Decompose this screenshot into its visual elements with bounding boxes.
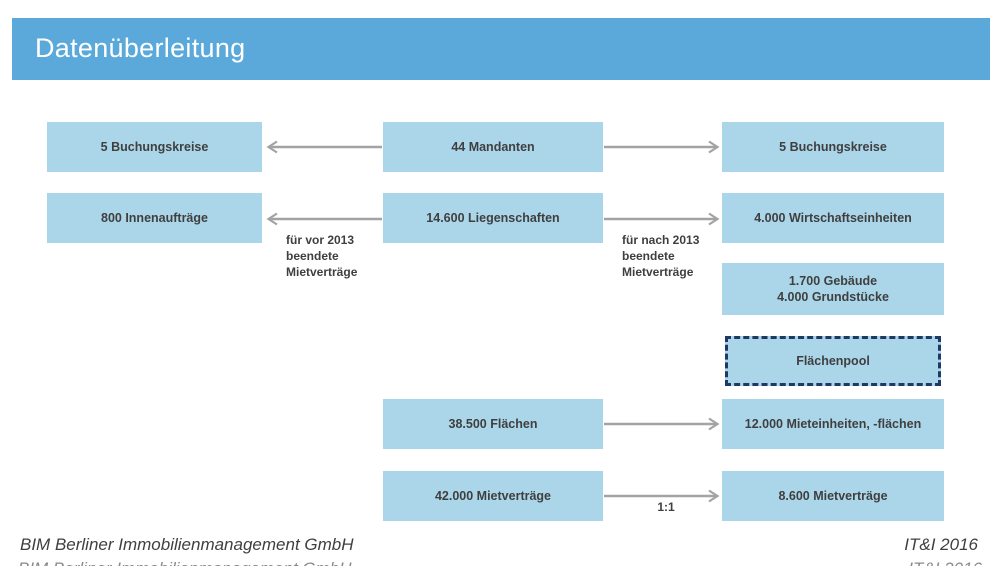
box-buchungskreise-left: 5 Buchungskreise bbox=[41, 122, 262, 177]
box-mieteinheiten: 12.000 Mieteinheiten, -flächen bbox=[722, 395, 949, 449]
arrow-mandanten-to-buchungskreise-right bbox=[604, 140, 720, 154]
arrow-liegenschaften-to-innenauftraege bbox=[266, 212, 382, 226]
arrow-flaechen-to-mieteinheiten bbox=[604, 417, 720, 431]
box-gebaeude-grundstuecke: 1.700 Gebäude 4.000 Grundstücke bbox=[722, 259, 949, 315]
note-vor-2013: für vor 2013 beendete Mietverträge bbox=[286, 233, 358, 280]
arrow-liegenschaften-to-wirtschaftseinheiten bbox=[604, 212, 720, 226]
box-liegenschaften: 14.600 Liegenschaften bbox=[377, 193, 603, 248]
arrow-mandanten-to-buchungskreise-left bbox=[266, 140, 382, 154]
box-mietvertraege-source: 42.000 Mietverträge bbox=[377, 471, 603, 526]
page-title: Datenüberleitung bbox=[35, 32, 246, 63]
box-buchungskreise-right: 5 Buchungskreise bbox=[717, 117, 944, 172]
box-wirtschaftseinheiten: 4.000 Wirtschaftseinheiten bbox=[722, 189, 949, 243]
footer-company: BIM Berliner Immobilienmanagement GmbH bbox=[20, 535, 354, 554]
box-flaechenpool: Flächenpool bbox=[725, 336, 941, 386]
box-innenauftraege: 800 Innenaufträge bbox=[41, 193, 262, 248]
title-bar: Datenüberleitung bbox=[12, 18, 990, 80]
box-mandanten: 44 Mandanten bbox=[377, 122, 603, 177]
footer-event-clipped: IT&I 2016 bbox=[908, 559, 982, 566]
note-ratio-1-1: 1:1 bbox=[657, 500, 675, 514]
footer-event: IT&I 2016 bbox=[904, 535, 978, 554]
note-nach-2013: für nach 2013 beendete Mietverträge bbox=[622, 233, 700, 280]
footer-clipped-row: BIM Berliner Immobilienmanagement GmbH I… bbox=[18, 559, 982, 566]
arrow-mietvertraege-1-1 bbox=[604, 489, 720, 503]
box-mietvertraege-target: 8.600 Mietverträge bbox=[717, 466, 944, 521]
footer-company-clipped: BIM Berliner Immobilienmanagement GmbH bbox=[18, 559, 352, 566]
box-flaechen: 38.500 Flächen bbox=[377, 399, 603, 454]
